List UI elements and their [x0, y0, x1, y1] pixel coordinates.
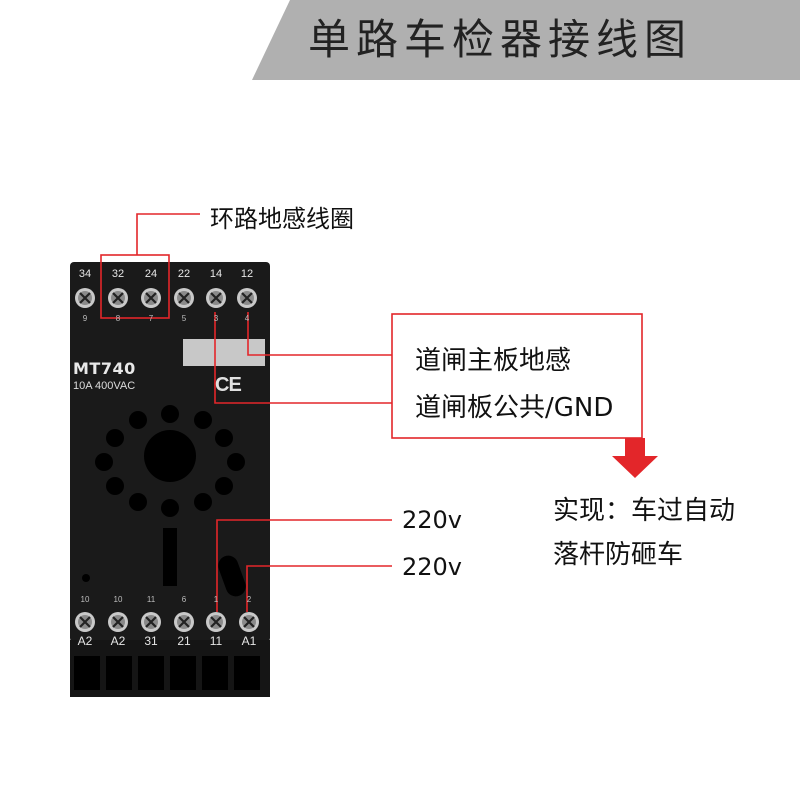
result-text-line2: 落杆防砸车	[553, 540, 684, 570]
terminal-number: 34	[78, 268, 92, 280]
gate-common-label: 道闸板公共/GND	[415, 393, 614, 423]
down-arrow-icon	[612, 438, 658, 478]
terminal-number: 14	[209, 268, 223, 280]
terminal-number: 21	[177, 634, 191, 648]
terminal-number: 11	[209, 634, 223, 648]
terminal-number: A2	[110, 634, 126, 648]
device-rating: 10A 400VAC	[73, 380, 136, 392]
terminal-subnumber: 3	[213, 314, 219, 323]
base-slots	[74, 656, 260, 690]
wiring-lines	[100, 213, 643, 612]
page-title: 单路车检器接线图	[308, 15, 693, 64]
terminal-subnumber: 10	[113, 595, 123, 604]
terminal-subnumber: 4	[244, 314, 250, 323]
terminal-subnumber: 10	[80, 595, 90, 604]
bottom-screws	[75, 612, 259, 632]
terminal-subnumber: 5	[181, 314, 187, 323]
terminal-number: A1	[241, 634, 257, 648]
terminal-subnumber: 8	[115, 314, 121, 323]
terminal-subnumber: 7	[148, 314, 154, 323]
terminal-subnumber: 1	[213, 595, 219, 604]
result-text-line1: 实现：车过自动	[553, 496, 736, 526]
gate-ground-label: 道闸主板地感	[415, 346, 572, 376]
terminal-number: 32	[111, 268, 125, 280]
power-label-1: 220v	[402, 506, 463, 534]
terminal-subnumber: 11	[146, 595, 156, 604]
device-model: MT740	[73, 359, 136, 378]
power-label-2: 220v	[402, 553, 463, 581]
top-screws	[75, 288, 257, 308]
ce-mark: CE	[215, 374, 242, 396]
socket-holes	[82, 405, 246, 597]
title-banner	[252, 0, 800, 80]
terminal-subnumber: 2	[246, 595, 252, 604]
terminal-number: 22	[177, 268, 191, 280]
loop-coil-label: 环路地感线圈	[210, 205, 354, 233]
terminal-subnumber: 6	[181, 595, 187, 604]
terminal-number: 12	[240, 268, 254, 280]
terminal-subnumber: 9	[82, 314, 88, 323]
terminal-number: 24	[144, 268, 158, 280]
label-plate	[183, 339, 265, 366]
terminal-number: A2	[77, 634, 93, 648]
terminal-number: 31	[144, 634, 158, 648]
